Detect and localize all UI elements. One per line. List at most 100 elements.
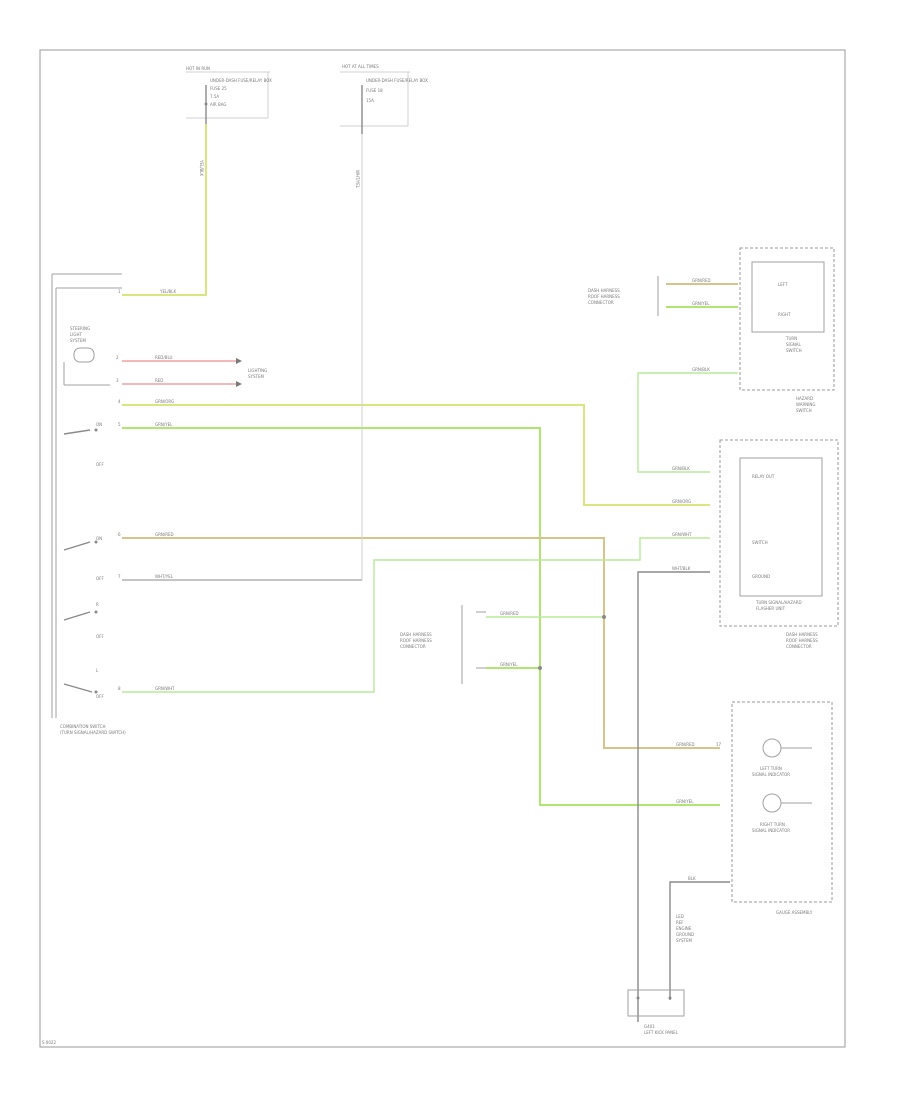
- connector-top-line-3: CONNECTOR: [588, 300, 614, 305]
- wire-grn-org-label: GRN/ORG: [155, 399, 174, 404]
- page-label: S 0022: [42, 1040, 56, 1045]
- flasher-connector-1: DASH HARNESS: [786, 632, 818, 637]
- fuse-right-line-1: UNDER-DASH FUSE/RELAY BOX: [366, 78, 428, 83]
- fuse-block-right: HOT AT ALL TIMES UNDER-DASH FUSE/RELAY B…: [340, 64, 428, 189]
- hazard-switch-line-2: WARNING: [796, 402, 816, 407]
- combination-switch: COMBINATION SWITCH (TURN SIGNAL/HAZARD S…: [51, 273, 126, 735]
- ground-note-4: GROUND: [676, 932, 694, 937]
- fuse-right-line-2: FUSE 18: [366, 88, 383, 93]
- connector-mid-line-3: CONNECTOR: [400, 644, 426, 649]
- left-indicator-line-1: LEFT TURN: [760, 766, 782, 771]
- left-indicator-lamp: [762, 738, 782, 758]
- fuse-right-wire-label: WHT/YEL: [355, 170, 360, 189]
- flasher-wire-3: GRN/WHT: [672, 532, 692, 537]
- wire-wht-yel-label: WHT/YEL: [155, 574, 174, 579]
- connector-top-line-2: ROOF HARNESS: [588, 294, 620, 299]
- flasher-connector-2: ROOF HARNESS: [786, 638, 818, 643]
- left-indicator-line-2: SIGNAL INDICATOR: [752, 772, 790, 777]
- fuse-left-line-2: FUSE 25: [210, 86, 227, 91]
- fuse-left-line-3: 7.5A: [210, 94, 219, 99]
- wire-grn-wht: [122, 537, 710, 693]
- wire-yel-blk-label: YEL/BLK: [159, 289, 177, 294]
- switch-off-2: OFF: [96, 576, 104, 581]
- pin-label-3: 3: [116, 378, 119, 383]
- flasher-line-2: FLASHER UNIT: [756, 606, 786, 611]
- ground-g401-line-2: LEFT KICK PANEL: [644, 1030, 679, 1035]
- fuse-left-line-1: UNDER-DASH FUSE/RELAY BOX: [210, 78, 272, 83]
- fuse-block-left: HOT IN RUN UNDER-DASH FUSE/RELAY BOX FUS…: [186, 66, 272, 177]
- wire-grn-red-label: GRN/RED: [155, 532, 174, 537]
- flasher-ground-label: GROUND: [752, 574, 770, 579]
- connector-mid: DASH HARNESS ROOF HARNESS CONNECTOR GRN/…: [400, 605, 606, 684]
- ground-g401: G401 LEFT KICK PANEL: [627, 989, 685, 1035]
- steering-light-label-2: LIGHT: [70, 332, 83, 337]
- pin-label-4: 4: [118, 399, 121, 404]
- combination-switch-sub: (TURN SIGNAL/HAZARD SWITCH): [60, 730, 126, 735]
- flasher-connector-3: CONNECTOR: [786, 644, 812, 649]
- turn-signal-switch-box: LEFT RIGHT TURN SIGNAL SWITCH HAZARD WAR…: [739, 247, 835, 413]
- ground-note-2: REF: [676, 920, 684, 925]
- wire-red-blu-label: RED/BLU: [155, 355, 173, 360]
- pin-label-6: 6: [118, 532, 121, 537]
- diagram-frame: [39, 49, 846, 1048]
- gauge-assembly-label: GAUGE ASSEMBLY: [776, 910, 813, 915]
- steering-light-label-3: SYSTEM: [70, 338, 86, 343]
- wire-grn-red: [122, 537, 720, 749]
- turn-left-label: LEFT: [778, 282, 788, 287]
- gauge-wire-1: GRN/RED: [676, 742, 695, 747]
- switch-off-1: OFF: [96, 462, 104, 467]
- connector-top: DASH HARNESS ROOF HARNESS CONNECTOR GRN/…: [588, 276, 738, 316]
- pin-label-7: 7: [118, 574, 121, 579]
- connector-mid-line-2: ROOF HARNESS: [400, 638, 432, 643]
- connector-mid-line-1: DASH HARNESS: [400, 632, 432, 637]
- connector-top-wire-1: GRN/RED: [692, 278, 711, 283]
- ground-note-5: SYSTEM: [676, 938, 692, 943]
- flasher-relay-label: RELAY OUT: [752, 474, 775, 479]
- right-indicator-line-1: RIGHT TURN: [760, 822, 785, 827]
- steering-light-label-1: STEERING: [70, 326, 90, 331]
- turn-right-label: RIGHT: [778, 312, 791, 317]
- ground-g401-line-1: G401: [644, 1024, 655, 1029]
- switch-off-3: OFF: [96, 634, 104, 639]
- fuse-left-wire-label: YEL/BLK: [199, 159, 204, 177]
- switch-on-2: ON: [96, 536, 102, 541]
- switch-r-1: R: [96, 602, 99, 607]
- turn-switch-line-3: SWITCH: [786, 348, 802, 353]
- ground-note-1: LED: [676, 914, 684, 919]
- pin-label-1: 1: [118, 289, 121, 294]
- combination-switch-title: COMBINATION SWITCH: [60, 724, 105, 729]
- fuse-left-title: HOT IN RUN: [186, 66, 210, 71]
- switch-l-1: L: [96, 668, 99, 673]
- wire-grn-blk: [637, 372, 738, 473]
- lighting-label-1: LIGHTING: [248, 368, 267, 373]
- wire-blk-gauge-ground: [669, 881, 730, 1000]
- gauge-pin-17: 17: [716, 742, 722, 747]
- wire-grn-org: [122, 404, 710, 506]
- gauge-wire-2: GRN/YEL: [676, 799, 694, 804]
- wire-red-label: RED: [155, 378, 163, 383]
- flasher-line-1: TURN SIGNAL/HAZARD: [755, 600, 802, 605]
- wire-grn-yel-label: GRN/YEL: [155, 422, 173, 427]
- lighting-label-2: SYSTEM: [248, 374, 264, 379]
- turn-switch-line-2: SIGNAL: [786, 342, 802, 347]
- flasher-wire-4: WHT/BLK: [672, 566, 691, 571]
- wire-wht-blk-ground: [637, 571, 710, 1022]
- fuse-right-title: HOT AT ALL TIMES: [342, 64, 379, 69]
- pin-label-2: 2: [116, 355, 119, 360]
- fuse-right-line-3: 15A: [366, 98, 374, 103]
- flasher-wire-1: GRN/BLK: [672, 466, 690, 471]
- gauge-assembly-box: LEFT TURN SIGNAL INDICATOR RIGHT TURN SI…: [676, 701, 833, 915]
- gauge-wire-3: BLK: [688, 876, 696, 881]
- connector-mid-wire-2: GRN/YEL: [500, 662, 518, 667]
- flasher-unit-box: RELAY OUT SWITCH GROUND TURN SIGNAL/HAZA…: [672, 439, 839, 649]
- right-indicator-line-2: SIGNAL INDICATOR: [752, 828, 790, 833]
- switch-off-4: OFF: [96, 694, 104, 699]
- wire-yel-blk-feed: [122, 124, 207, 296]
- connector-top-line-1: DASH HARNESS: [588, 288, 620, 293]
- flasher-wire-2: GRN/ORG: [672, 499, 691, 504]
- hazard-switch-line-1: HAZARD: [796, 396, 813, 401]
- connector-mid-wire-1: GRN/RED: [500, 611, 519, 616]
- fuse-left-line-4: AIR BAG: [210, 102, 226, 107]
- switch-on-1: ON: [96, 422, 102, 427]
